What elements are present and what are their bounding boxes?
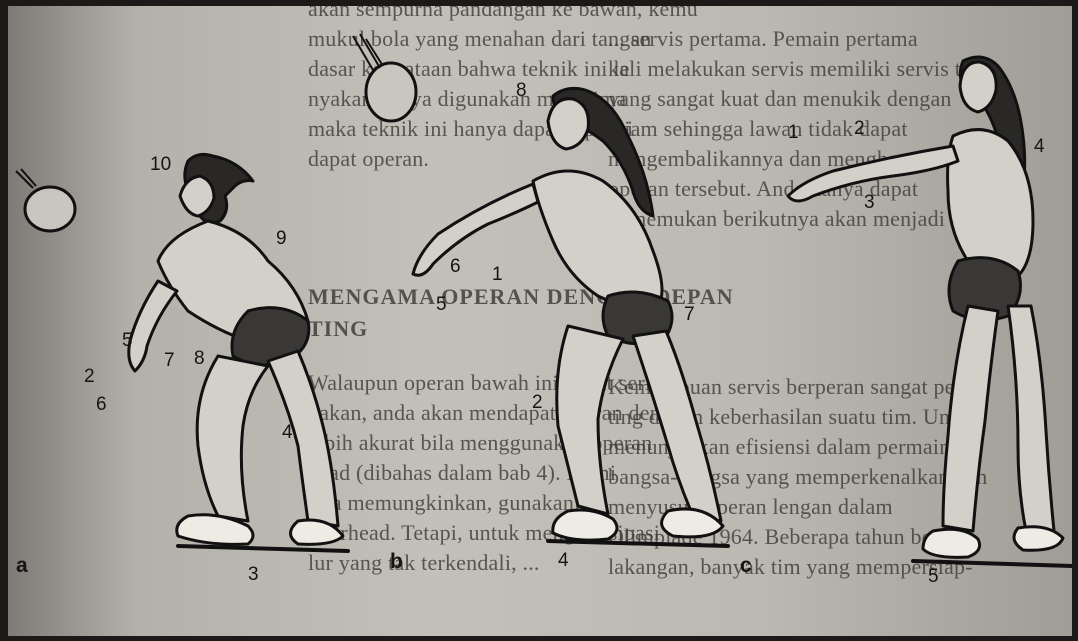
annotation-number: 5 [928,566,939,588]
annotation-number: 8 [516,80,527,102]
annotation-number: 9 [276,228,287,250]
annotation-number: 1 [788,122,799,144]
annotation-number: 6 [96,394,107,416]
annotation-number: 5 [436,294,447,316]
annotation-number: 2 [532,392,543,414]
book-page: akan sempurna pandangan ke bawah, kemu m… [8,6,1072,636]
figure-label-c: c [740,554,752,578]
figure-label-a: a [16,554,28,578]
annotation-number: 4 [1034,136,1045,158]
player-figure-c [788,57,1072,566]
annotation-number: 3 [248,564,259,586]
annotation-number: 5 [122,330,133,352]
annotation-number: 6 [450,256,461,278]
annotation-number: 7 [684,304,695,326]
annotation-number: 4 [558,550,569,572]
annotation-number: 2 [854,118,865,140]
volleyball-sequence-illustration [8,6,1072,636]
player-figure-a [129,154,348,551]
annotation-number: 8 [194,348,205,370]
annotation-number: 3 [864,192,875,214]
annotation-number: 4 [282,422,293,444]
ball-icon [353,34,416,121]
annotation-number: 10 [150,154,171,176]
ball-icon [16,169,75,231]
figure-label-b: b [390,550,403,574]
player-figure-b [413,88,728,546]
annotation-number: 7 [164,350,175,372]
annotation-number: 2 [84,366,95,388]
annotation-number: 1 [492,264,503,286]
